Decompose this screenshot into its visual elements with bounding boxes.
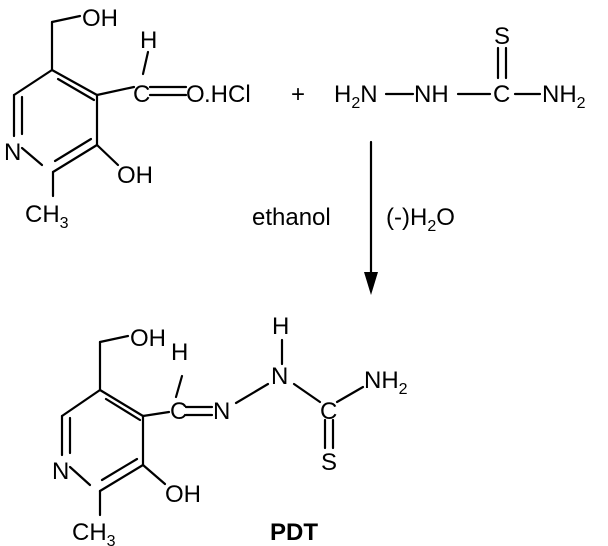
bond (53, 137, 93, 163)
product-pdt: OH H H C N N C NH2 S N OH CH3 PDT (52, 313, 408, 546)
product-imine-n-label: N (213, 398, 230, 425)
product-oh-right-label: OH (165, 481, 201, 508)
carbonyl-o-label: O (186, 81, 205, 108)
solvent-label: ethanol (252, 204, 331, 231)
product-nh2-label: NH2 (364, 367, 408, 398)
plus-sign: + (291, 81, 305, 108)
bond (141, 50, 150, 76)
bond (141, 463, 167, 486)
reactant-pyridoxal: OH H C O .HCl N OH CH3 (4, 5, 251, 232)
bond (141, 410, 171, 418)
nh-label: NH (414, 81, 449, 108)
thio-s-label: S (494, 23, 510, 50)
bond (60, 388, 102, 418)
methyl-label: CH3 (25, 201, 69, 232)
product-nh-h-label: H (272, 313, 289, 340)
bond (56, 77, 96, 102)
reactant-thiosemicarbazide: S H2N NH C NH2 (334, 23, 586, 112)
oh-right-label: OH (117, 162, 153, 189)
bond (98, 463, 145, 493)
bond (68, 465, 92, 487)
reaction-arrow (364, 140, 378, 295)
product-imine-h-label: H (171, 339, 188, 366)
bond (234, 382, 270, 405)
byproduct-label: (-)H2O (386, 204, 455, 235)
bond (104, 397, 142, 422)
bond (292, 382, 322, 404)
h2n-label: H2N (334, 81, 378, 112)
bond (98, 334, 130, 344)
arrow-head (364, 272, 378, 295)
product-hydrazine-n-label: N (271, 363, 288, 390)
product-oh-top-label: OH (130, 325, 166, 352)
bond (12, 68, 54, 97)
aldehyde-h-label: H (140, 27, 157, 54)
bond (335, 385, 365, 404)
bond (50, 68, 99, 97)
bond (98, 388, 145, 418)
nh2-label: NH2 (542, 81, 586, 112)
product-methyl-label: CH3 (72, 519, 116, 546)
thio-c-label: C (493, 81, 510, 108)
bond (100, 457, 139, 482)
oh-top-label: OH (82, 5, 118, 32)
bond (20, 146, 44, 167)
ring-n-label: N (4, 139, 21, 166)
carbonyl-c-label: C (133, 81, 150, 108)
product-imine-c-label: C (170, 398, 187, 425)
product-ring-n-label: N (52, 458, 69, 485)
product-name-label: PDT (270, 519, 318, 546)
bond (50, 14, 82, 24)
bond (51, 143, 99, 174)
bond (174, 374, 184, 399)
product-s-label: S (321, 449, 337, 476)
bond (95, 85, 136, 97)
product-thio-c-label: C (320, 398, 337, 425)
bond (95, 143, 120, 167)
hcl-label: .HCl (204, 81, 251, 108)
